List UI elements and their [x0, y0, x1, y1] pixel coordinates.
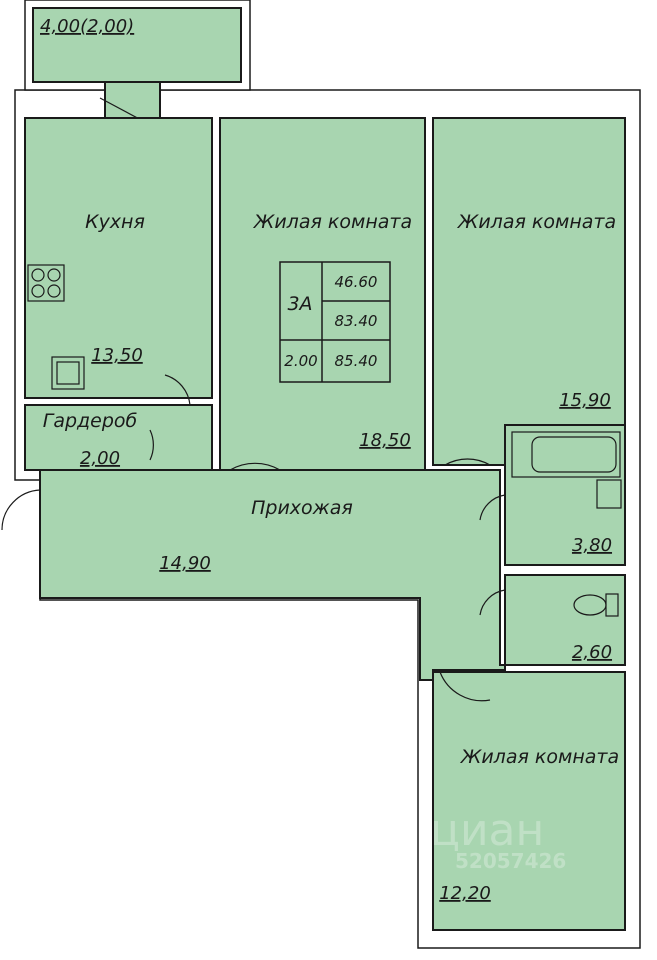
- bathtub-icon: [511, 431, 621, 478]
- door-wardrobe[interactable]: [149, 429, 154, 461]
- living-2-label: Жилая комната: [457, 211, 616, 233]
- toilet-icon: [573, 593, 619, 617]
- living-1-area: 18,50: [359, 430, 411, 451]
- total-area-value: 83.40: [335, 312, 378, 330]
- living-area-value: 46.60: [335, 273, 378, 291]
- door-toilet[interactable]: [479, 589, 506, 616]
- toilet: [504, 574, 626, 666]
- kitchen: [24, 117, 213, 399]
- toilet-area: 2,60: [572, 642, 612, 663]
- living-3-label: Жилая комната: [460, 746, 619, 768]
- watermark-id: 52057426: [455, 849, 566, 873]
- bathroom-area: 3,80: [572, 535, 612, 556]
- living-3-area: 12,20: [439, 883, 491, 904]
- living-1-label: Жилая комната: [253, 211, 412, 233]
- washbasin-icon: [596, 479, 622, 509]
- door-living-1[interactable]: [229, 462, 281, 471]
- door-living-3[interactable]: [439, 671, 491, 702]
- apartment-type: 3A: [287, 293, 312, 315]
- door-kitchen[interactable]: [164, 374, 191, 406]
- balcony-area-value: 2.00: [284, 352, 317, 370]
- balcony-area: 4,00(2,00): [40, 16, 134, 37]
- living-room-3: [432, 671, 626, 931]
- balcony-door: [104, 81, 161, 119]
- stove-icon: [27, 264, 65, 302]
- apartment-info-table: [279, 261, 391, 383]
- hallway-label: Прихожая: [251, 497, 353, 519]
- door-bathroom[interactable]: [479, 494, 506, 521]
- entrance-door[interactable]: [1, 489, 41, 531]
- wardrobe-label: Гардероб: [43, 410, 138, 432]
- bathroom: [504, 424, 626, 566]
- hallway-area: 14,90: [159, 553, 211, 574]
- living-room-2: [432, 117, 626, 466]
- door-living-2[interactable]: [444, 458, 491, 466]
- hallway: [39, 469, 506, 681]
- balcony: [32, 7, 242, 83]
- kitchen-area: 13,50: [91, 345, 143, 366]
- watermark-brand: циан: [430, 805, 544, 856]
- sink-icon: [51, 356, 85, 390]
- kitchen-label: Кухня: [85, 211, 145, 233]
- living-2-area: 15,90: [559, 390, 611, 411]
- total-with-balcony-value: 85.40: [335, 352, 378, 370]
- wardrobe-area: 2,00: [80, 448, 120, 469]
